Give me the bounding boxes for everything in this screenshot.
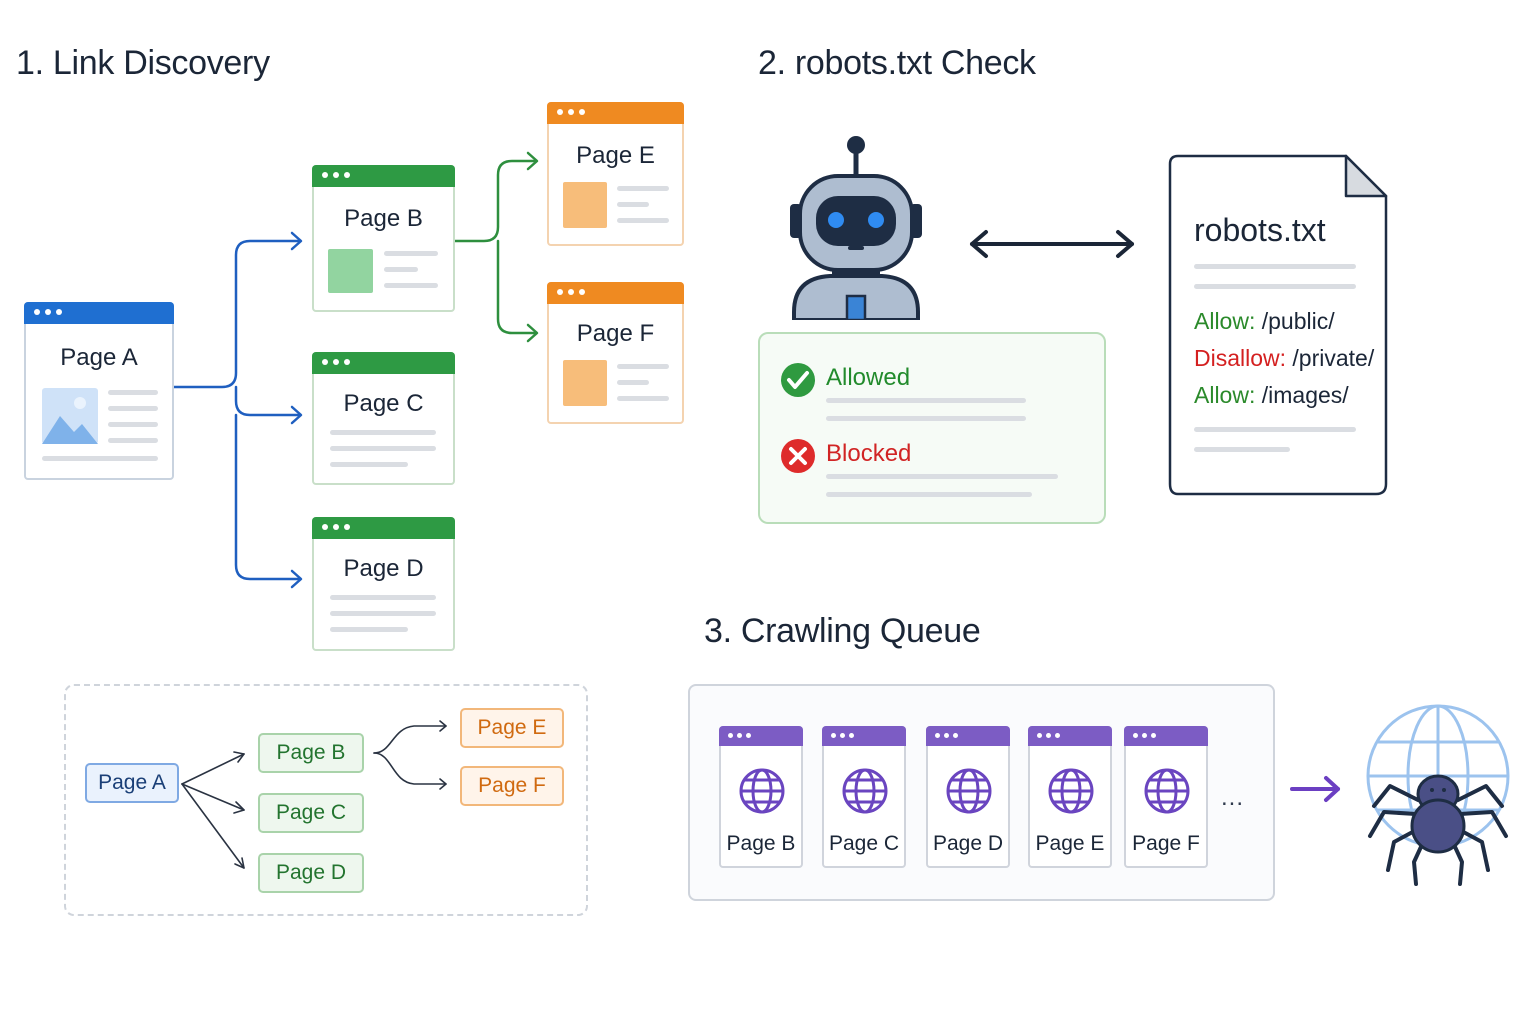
queue-item: Page E [1028, 726, 1112, 868]
cross-icon [781, 439, 815, 473]
queue-item: Page C [822, 726, 906, 868]
queue-item-label: Page B [726, 832, 796, 855]
page-f-window: Page F [547, 282, 684, 424]
page-d-title: Page D [343, 555, 424, 582]
globe-icon [1048, 768, 1094, 814]
blocked-label: Blocked [826, 440, 912, 467]
queue-item: Page B [719, 726, 803, 868]
robot-icon [790, 136, 922, 320]
thumbnail [563, 360, 607, 406]
image-icon [42, 388, 98, 444]
summary-page-b: Page B [258, 733, 364, 773]
page-f-title: Page F [576, 320, 655, 347]
allowed-label: Allowed [826, 364, 911, 391]
link-connectors [172, 151, 539, 589]
globe-icon [1144, 768, 1190, 814]
robots-rule-3: Allow: /images/ [1194, 382, 1349, 408]
spider-icon [1366, 704, 1510, 886]
globe-icon [842, 768, 888, 814]
section-title-link-discovery: 1. Link Discovery [16, 44, 270, 82]
page-c-title: Page C [343, 390, 424, 417]
double-arrow-icon [970, 230, 1134, 258]
summary-page-e: Page E [460, 708, 564, 748]
thumbnail [328, 249, 373, 293]
summary-diagram [64, 684, 588, 916]
arrow-right-icon [1290, 776, 1340, 802]
queue-item-label: Page D [932, 832, 1004, 855]
page-a-title: Page A [60, 344, 138, 371]
page-b-window: Page B [312, 165, 455, 312]
summary-page-a: Page A [85, 763, 179, 803]
thumbnail [563, 182, 607, 228]
check-icon [781, 363, 815, 397]
queue-item: Page D [926, 726, 1010, 868]
queue-item-label: Page F [1132, 832, 1200, 855]
page-b-title: Page B [344, 205, 423, 232]
summary-page-d: Page D [258, 853, 364, 893]
section-title-crawling-queue: 3. Crawling Queue [704, 612, 981, 650]
page-e-title: Page E [576, 142, 655, 169]
queue-more-indicator: ... [1221, 784, 1245, 811]
summary-arrows [181, 720, 447, 869]
access-status-panel: Allowed Blocked [758, 332, 1106, 524]
document-icon [1168, 154, 1388, 496]
page-c-window: Page C [312, 352, 455, 485]
robots-rule-2: Disallow: /private/ [1194, 345, 1375, 371]
globe-icon [739, 768, 785, 814]
queue-item-label: Page E [1035, 832, 1105, 855]
page-e-window: Page E [547, 102, 684, 246]
queue-item: Page F [1124, 726, 1208, 868]
queue-item-label: Page C [828, 832, 900, 855]
summary-page-f: Page F [460, 766, 564, 806]
page-d-window: Page D [312, 517, 455, 651]
summary-page-c: Page C [258, 793, 364, 833]
page-a-window: Page A [24, 302, 174, 480]
robots-rule-1: Allow: /public/ [1194, 308, 1335, 334]
section-title-robots-check: 2. robots.txt Check [758, 44, 1036, 82]
robots-doc-title: robots.txt [1194, 212, 1326, 248]
globe-icon [946, 768, 992, 814]
